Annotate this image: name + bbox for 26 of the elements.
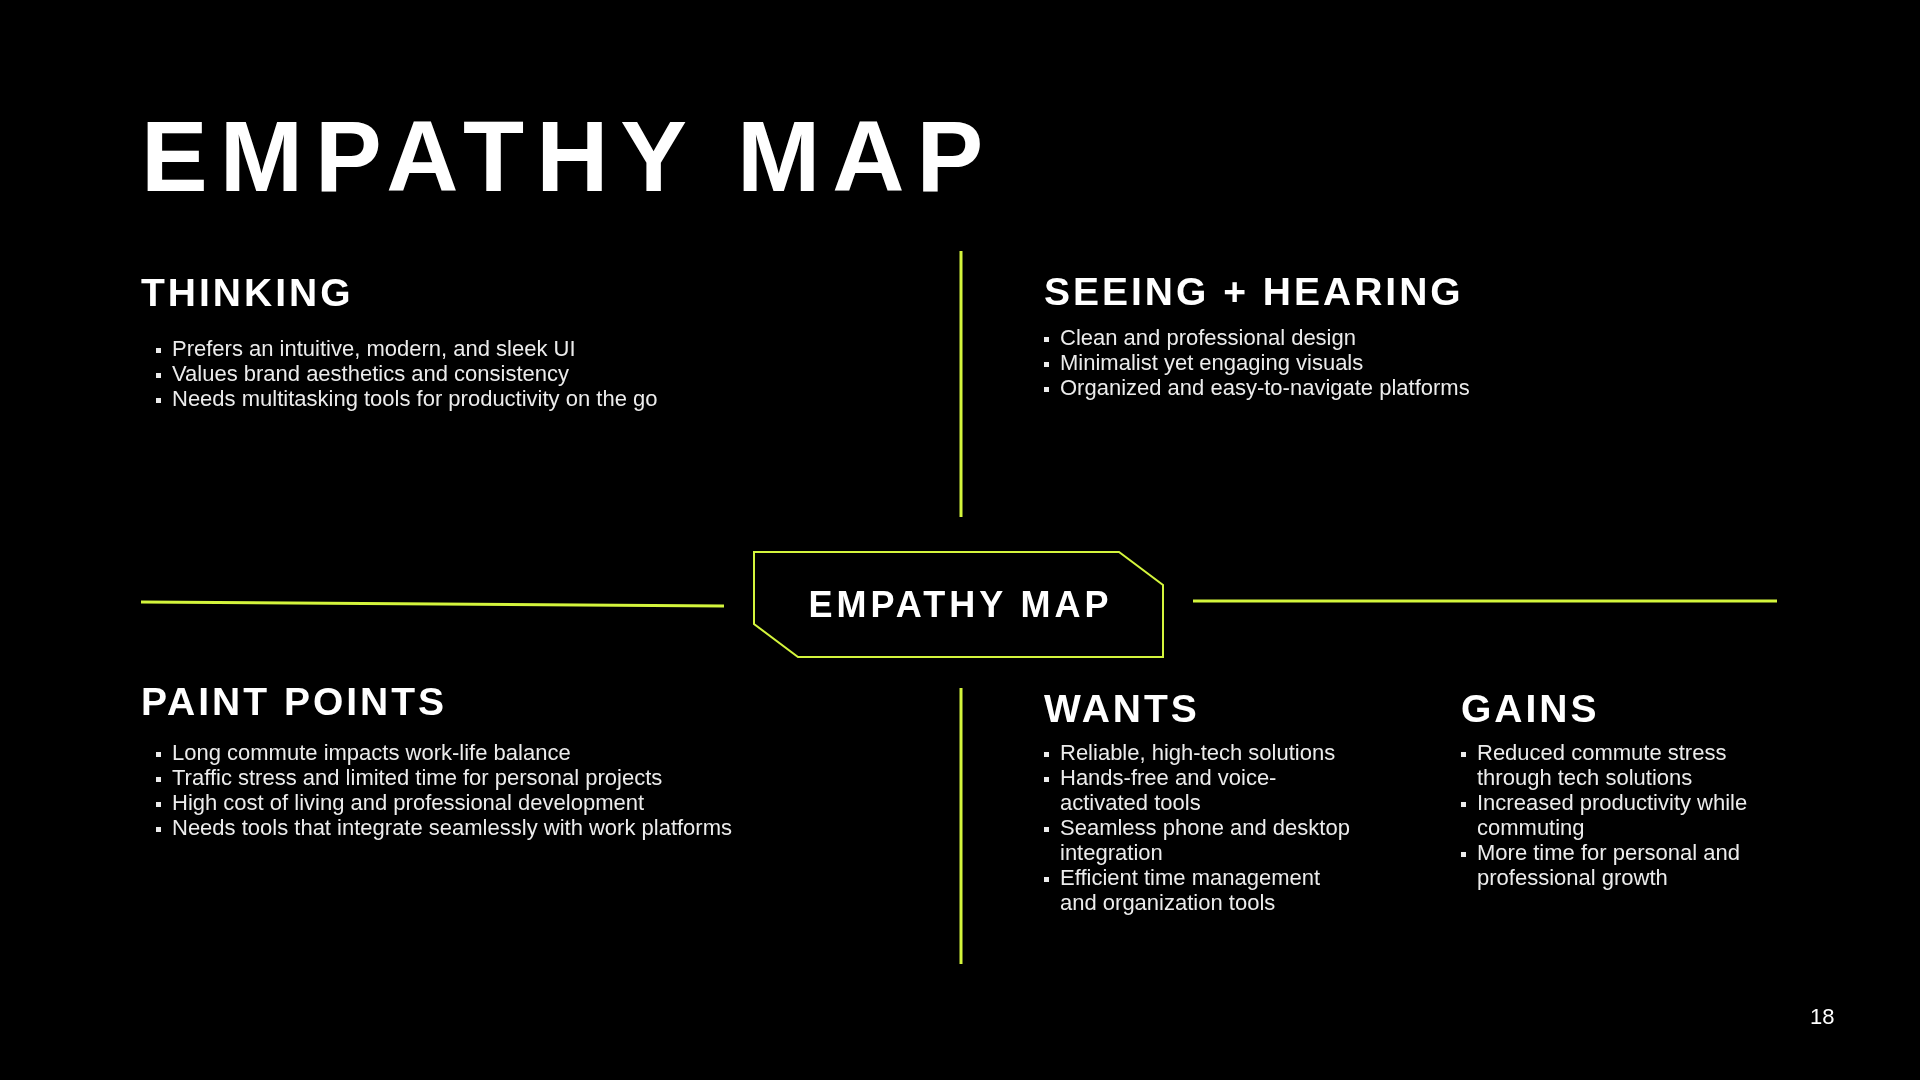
bullet-text: Seamless phone and desktop integration xyxy=(1060,815,1351,865)
bullet-text: Organized and easy-to-navigate platforms xyxy=(1060,375,1470,400)
bullet-text: Values brand aesthetics and consistency xyxy=(172,361,570,386)
bullet-text: Prefers an intuitive, modern, and sleek UI xyxy=(172,336,576,361)
bullet-text: Efficient time management and organization tools xyxy=(1060,865,1322,915)
section-heading: GAINS xyxy=(1461,689,1600,728)
bullet-text: Traffic stress and limited time for personal projects xyxy=(172,765,663,790)
slide-title: EMPATHY MAP xyxy=(141,106,996,206)
section-heading: THINKING xyxy=(141,273,354,312)
bullet-text: Needs tools that integrate seamlessly with work platforms xyxy=(172,815,732,840)
bullet-text: Needs multitasking tools for productivity on the go xyxy=(172,386,658,411)
tag-heading: EMPATHY MAP xyxy=(807,584,1113,625)
bullet-text: Reduced commute stress through tech solutions xyxy=(1477,740,1728,790)
bullet-text: High cost of living and professional development xyxy=(172,790,645,815)
page-number: 18 xyxy=(1810,1005,1835,1029)
bullet-text: Minimalist yet engaging visuals xyxy=(1060,350,1364,375)
bullet-text: Long commute impacts work-life balance xyxy=(172,740,571,765)
section-heading: WANTS xyxy=(1044,689,1200,728)
bullet-text: Clean and professional design xyxy=(1060,325,1356,350)
center-tag xyxy=(753,551,1164,658)
bullet-text: More time for personal and professional growth xyxy=(1477,840,1741,890)
bullet-text: Reliable, high-tech solutions xyxy=(1060,740,1336,765)
bullet-text: Hands-free and voice-activated tools xyxy=(1060,765,1278,815)
bullet-text: Increased productivity while commuting xyxy=(1477,790,1749,840)
section-heading: PAINT POINTS xyxy=(141,682,448,721)
section-heading: SEEING + HEARING xyxy=(1044,272,1464,311)
